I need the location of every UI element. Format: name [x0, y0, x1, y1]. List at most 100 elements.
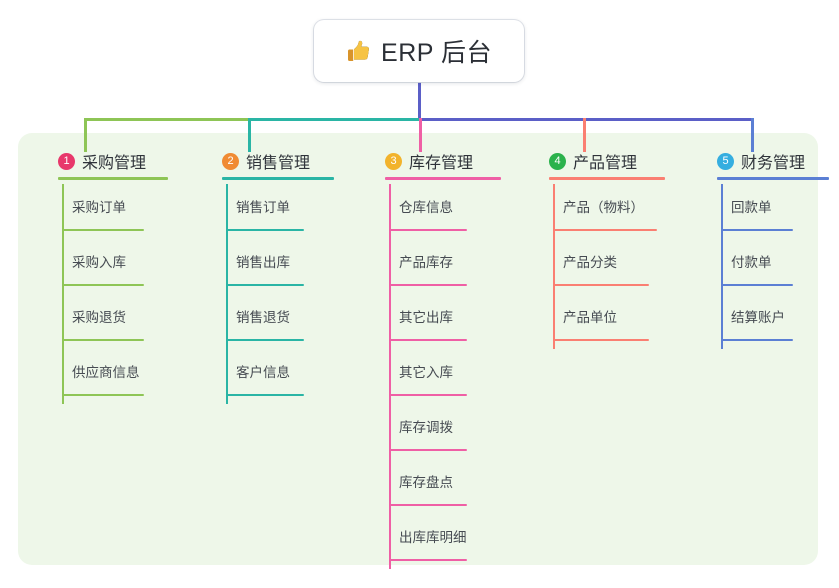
branch-header-1[interactable]: 1 采购管理	[36, 143, 168, 180]
branch-header-4[interactable]: 4 产品管理	[527, 143, 665, 180]
leaf-item-label: 产品库存	[399, 255, 453, 270]
branch-items-5: 回款单付款单结算账户	[695, 184, 805, 349]
root-node-title: ERP 后台	[381, 39, 492, 67]
leaf-item-underline	[389, 284, 467, 286]
branch-column-4: 4 产品管理产品（物料） 产品分类产品单位	[527, 143, 665, 349]
leaf-item[interactable]: 库存调拨	[363, 404, 473, 459]
leaf-item-label: 采购入库	[72, 255, 126, 270]
branch-badge-5: 5	[717, 152, 734, 170]
branch-underline-4	[549, 177, 665, 180]
leaf-item-underline	[389, 559, 467, 561]
leaf-item-underline	[62, 229, 144, 231]
leaf-item-underline	[553, 339, 649, 341]
leaf-item-label: 销售退货	[236, 310, 290, 325]
leaf-item-underline	[62, 339, 144, 341]
leaf-item[interactable]: 销售订单	[200, 184, 310, 239]
leaf-item-underline	[62, 394, 144, 396]
branch-spine-5	[721, 184, 723, 349]
leaf-item-underline	[62, 284, 144, 286]
branch-items-4: 产品（物料） 产品分类产品单位	[527, 184, 657, 349]
leaf-item-underline	[389, 449, 467, 451]
branch-underline-1	[58, 177, 168, 180]
leaf-item[interactable]: 采购退货	[36, 294, 146, 349]
branch-title-3: 库存管理	[409, 155, 474, 172]
leaf-item[interactable]: 其它出库	[363, 294, 473, 349]
leaf-item[interactable]: 采购入库	[36, 239, 146, 294]
leaf-item-label: 产品分类	[563, 255, 617, 270]
leaf-item[interactable]: 客户信息	[200, 349, 310, 404]
leaf-item-label: 客户信息	[236, 365, 290, 380]
leaf-item[interactable]: 产品分类	[527, 239, 649, 294]
root-node[interactable]: ERP 后台	[314, 20, 524, 82]
bus-segment-3	[419, 118, 586, 121]
branch-spine-1	[62, 184, 64, 404]
branch-title-4: 产品管理	[573, 155, 638, 172]
branch-drop-4	[583, 118, 586, 152]
leaf-item-label: 出库库明细	[399, 530, 467, 545]
root-node-content: ERP 后台	[346, 33, 492, 69]
leaf-item-label: 销售订单	[236, 200, 290, 215]
branch-column-3: 3 库存管理仓库信息产品库存其它出库其它入库库存调拨库存盘点出库库明细	[363, 143, 501, 569]
leaf-item-underline	[226, 284, 304, 286]
leaf-item-underline	[226, 394, 304, 396]
leaf-item-underline	[553, 284, 649, 286]
branch-items-1: 采购订单采购入库采购退货供应商信息	[36, 184, 146, 404]
leaf-item-label: 采购订单	[72, 200, 126, 215]
leaf-item[interactable]: 仓库信息	[363, 184, 473, 239]
leaf-item-underline	[721, 284, 793, 286]
leaf-item-underline	[226, 339, 304, 341]
branch-underline-3	[385, 177, 501, 180]
leaf-item-underline	[389, 339, 467, 341]
leaf-item-label: 库存盘点	[399, 475, 453, 490]
leaf-item-underline	[721, 229, 793, 231]
leaf-item-label: 付款单	[731, 255, 772, 270]
leaf-item-underline	[721, 339, 793, 341]
leaf-item[interactable]: 供应商信息	[36, 349, 146, 404]
bus-segment-1	[84, 118, 251, 121]
leaf-item[interactable]: 采购订单	[36, 184, 146, 239]
bus-segment-2	[248, 118, 422, 121]
leaf-item[interactable]: 出库库明细	[363, 514, 473, 569]
bus-segment-4	[583, 118, 754, 121]
leaf-item[interactable]: 销售退货	[200, 294, 310, 349]
leaf-item[interactable]: 付款单	[695, 239, 805, 294]
branch-spine-2	[226, 184, 228, 404]
leaf-item-label: 供应商信息	[72, 365, 140, 380]
leaf-item-label: 产品单位	[563, 310, 617, 325]
leaf-item-underline	[226, 229, 304, 231]
leaf-item-underline	[389, 229, 467, 231]
leaf-item-label: 库存调拨	[399, 420, 453, 435]
root-stem	[418, 82, 421, 121]
leaf-item[interactable]: 回款单	[695, 184, 805, 239]
branch-spine-4	[553, 184, 555, 349]
leaf-item[interactable]: 产品单位	[527, 294, 649, 349]
branch-header-3[interactable]: 3 库存管理	[363, 143, 501, 180]
branch-badge-2: 2	[222, 152, 239, 170]
leaf-item-underline	[553, 229, 657, 231]
leaf-item-label: 结算账户	[731, 310, 785, 325]
leaf-item[interactable]: 产品库存	[363, 239, 473, 294]
leaf-item[interactable]: 结算账户	[695, 294, 805, 349]
leaf-item-label: 采购退货	[72, 310, 126, 325]
leaf-item-label: 其它出库	[399, 310, 453, 325]
branch-underline-2	[222, 177, 334, 180]
branch-header-5[interactable]: 5 财务管理	[695, 143, 829, 180]
branch-drop-2	[248, 118, 251, 152]
leaf-item[interactable]: 其它入库	[363, 349, 473, 404]
leaf-item-label: 其它入库	[399, 365, 453, 380]
leaf-item-underline	[389, 394, 467, 396]
branch-column-1: 1 采购管理采购订单采购入库采购退货供应商信息	[36, 143, 168, 404]
leaf-item-underline	[389, 504, 467, 506]
branch-badge-1: 1	[58, 152, 75, 170]
branch-badge-4: 4	[549, 152, 566, 170]
branch-title-5: 财务管理	[741, 155, 806, 172]
branch-badge-3: 3	[385, 152, 402, 170]
leaf-item[interactable]: 销售出库	[200, 239, 310, 294]
leaf-item[interactable]: 产品（物料）	[527, 184, 657, 239]
leaf-item[interactable]: 库存盘点	[363, 459, 473, 514]
branch-title-1: 采购管理	[82, 155, 147, 172]
diagram-panel	[18, 133, 818, 565]
